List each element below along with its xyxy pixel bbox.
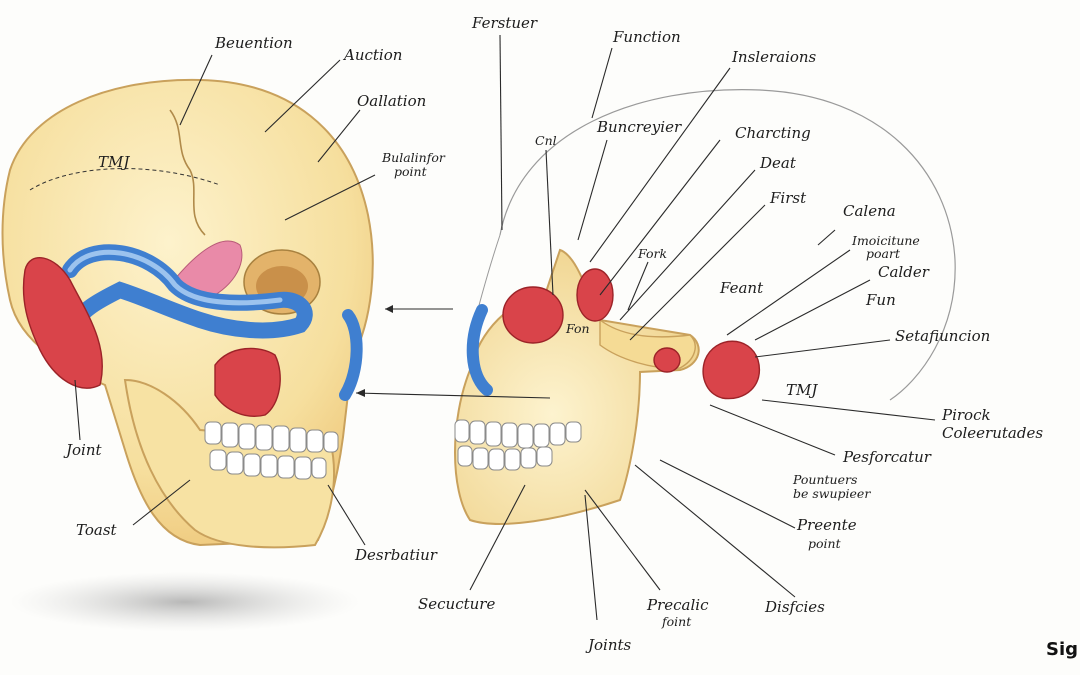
muscle-middle	[576, 268, 614, 322]
cranium-outline	[499, 89, 956, 401]
label-setafiuncion: Setafiuncion	[895, 327, 990, 345]
connector-arrows	[355, 305, 551, 399]
label-joint: Joint	[63, 441, 103, 459]
label-first: First	[769, 189, 807, 207]
label-tmj-right: TMJ	[786, 381, 818, 399]
label-secucture: Secucture	[418, 595, 495, 613]
label-desrbatiur: Desrbatiur	[354, 546, 438, 564]
tmj-dashed-line	[29, 168, 221, 191]
label-cnl: Cnl	[535, 133, 557, 148]
label-bulalinfor-1: Bulalinfor	[381, 150, 446, 165]
arrowhead-upper	[385, 305, 393, 313]
label-pesforcatur: Pesforcatur	[842, 448, 932, 466]
label-calder: Calder	[878, 263, 930, 281]
leader-lines	[74, 34, 936, 621]
label-fork: Fork	[637, 246, 667, 261]
right-skull	[454, 89, 956, 525]
label-auction: Auction	[342, 46, 402, 64]
label-disfcies: Disfcies	[764, 598, 825, 616]
label-joints: Joints	[585, 636, 632, 654]
front-vessel	[466, 304, 493, 396]
label-ferstuer: Ferstuer	[471, 14, 538, 32]
lower-teeth	[209, 449, 327, 480]
label-tmj-left: TMJ	[98, 153, 130, 171]
masseter-muscle	[22, 257, 103, 389]
label-charcting: Charcting	[735, 124, 811, 142]
muscle-posterior	[702, 340, 761, 400]
label-deat: Deat	[759, 154, 797, 172]
label-fun: Fun	[865, 291, 896, 309]
label-preente-1: Preente	[796, 516, 857, 534]
label-feant: Feant	[719, 279, 764, 297]
upper-teeth	[204, 421, 339, 453]
label-oallation: Oallation	[357, 92, 426, 110]
muscle-anterior	[502, 286, 564, 344]
right-upper-teeth	[454, 419, 582, 449]
right-lower-teeth	[457, 445, 553, 471]
label-toast: Toast	[76, 521, 118, 539]
blue-vessel-highlight	[67, 249, 283, 306]
label-precalic-2: foint	[661, 614, 692, 629]
label-pirock-2: Coleerutades	[942, 424, 1043, 442]
arrow-lower	[355, 392, 551, 399]
pterygoid-muscle	[214, 347, 281, 417]
arrowhead-lower	[356, 389, 365, 397]
label-buncreyier: Buncreyier	[596, 118, 682, 136]
label-imoicitune-2: poart	[866, 246, 901, 261]
label-fon: Fon	[565, 321, 590, 336]
label-calena: Calena	[843, 202, 896, 220]
label-imoicitune-1: Imoicitune	[851, 233, 920, 248]
label-pountuers-1: Pountuers	[792, 472, 857, 487]
floor-shadow	[10, 572, 360, 632]
cranial-suture	[169, 109, 206, 236]
label-pountuers-2: be swupieer	[793, 486, 871, 501]
watermark: Sig	[1046, 639, 1078, 660]
labels: Beuention Auction Oallation Bulalinfor p…	[63, 14, 1043, 654]
label-bulalinfor-2: point	[394, 164, 428, 179]
label-pirock-1: Pirock	[941, 406, 991, 424]
nasal-vessel	[339, 309, 363, 401]
tmj-disc	[653, 347, 681, 373]
left-skull	[1, 78, 374, 549]
label-function: Function	[612, 28, 681, 46]
label-inslerations: Insleraions	[731, 48, 817, 66]
label-beuention: Beuention	[214, 34, 293, 52]
label-preente-2: point	[808, 536, 842, 551]
label-precalic-1: Precalic	[646, 596, 709, 614]
